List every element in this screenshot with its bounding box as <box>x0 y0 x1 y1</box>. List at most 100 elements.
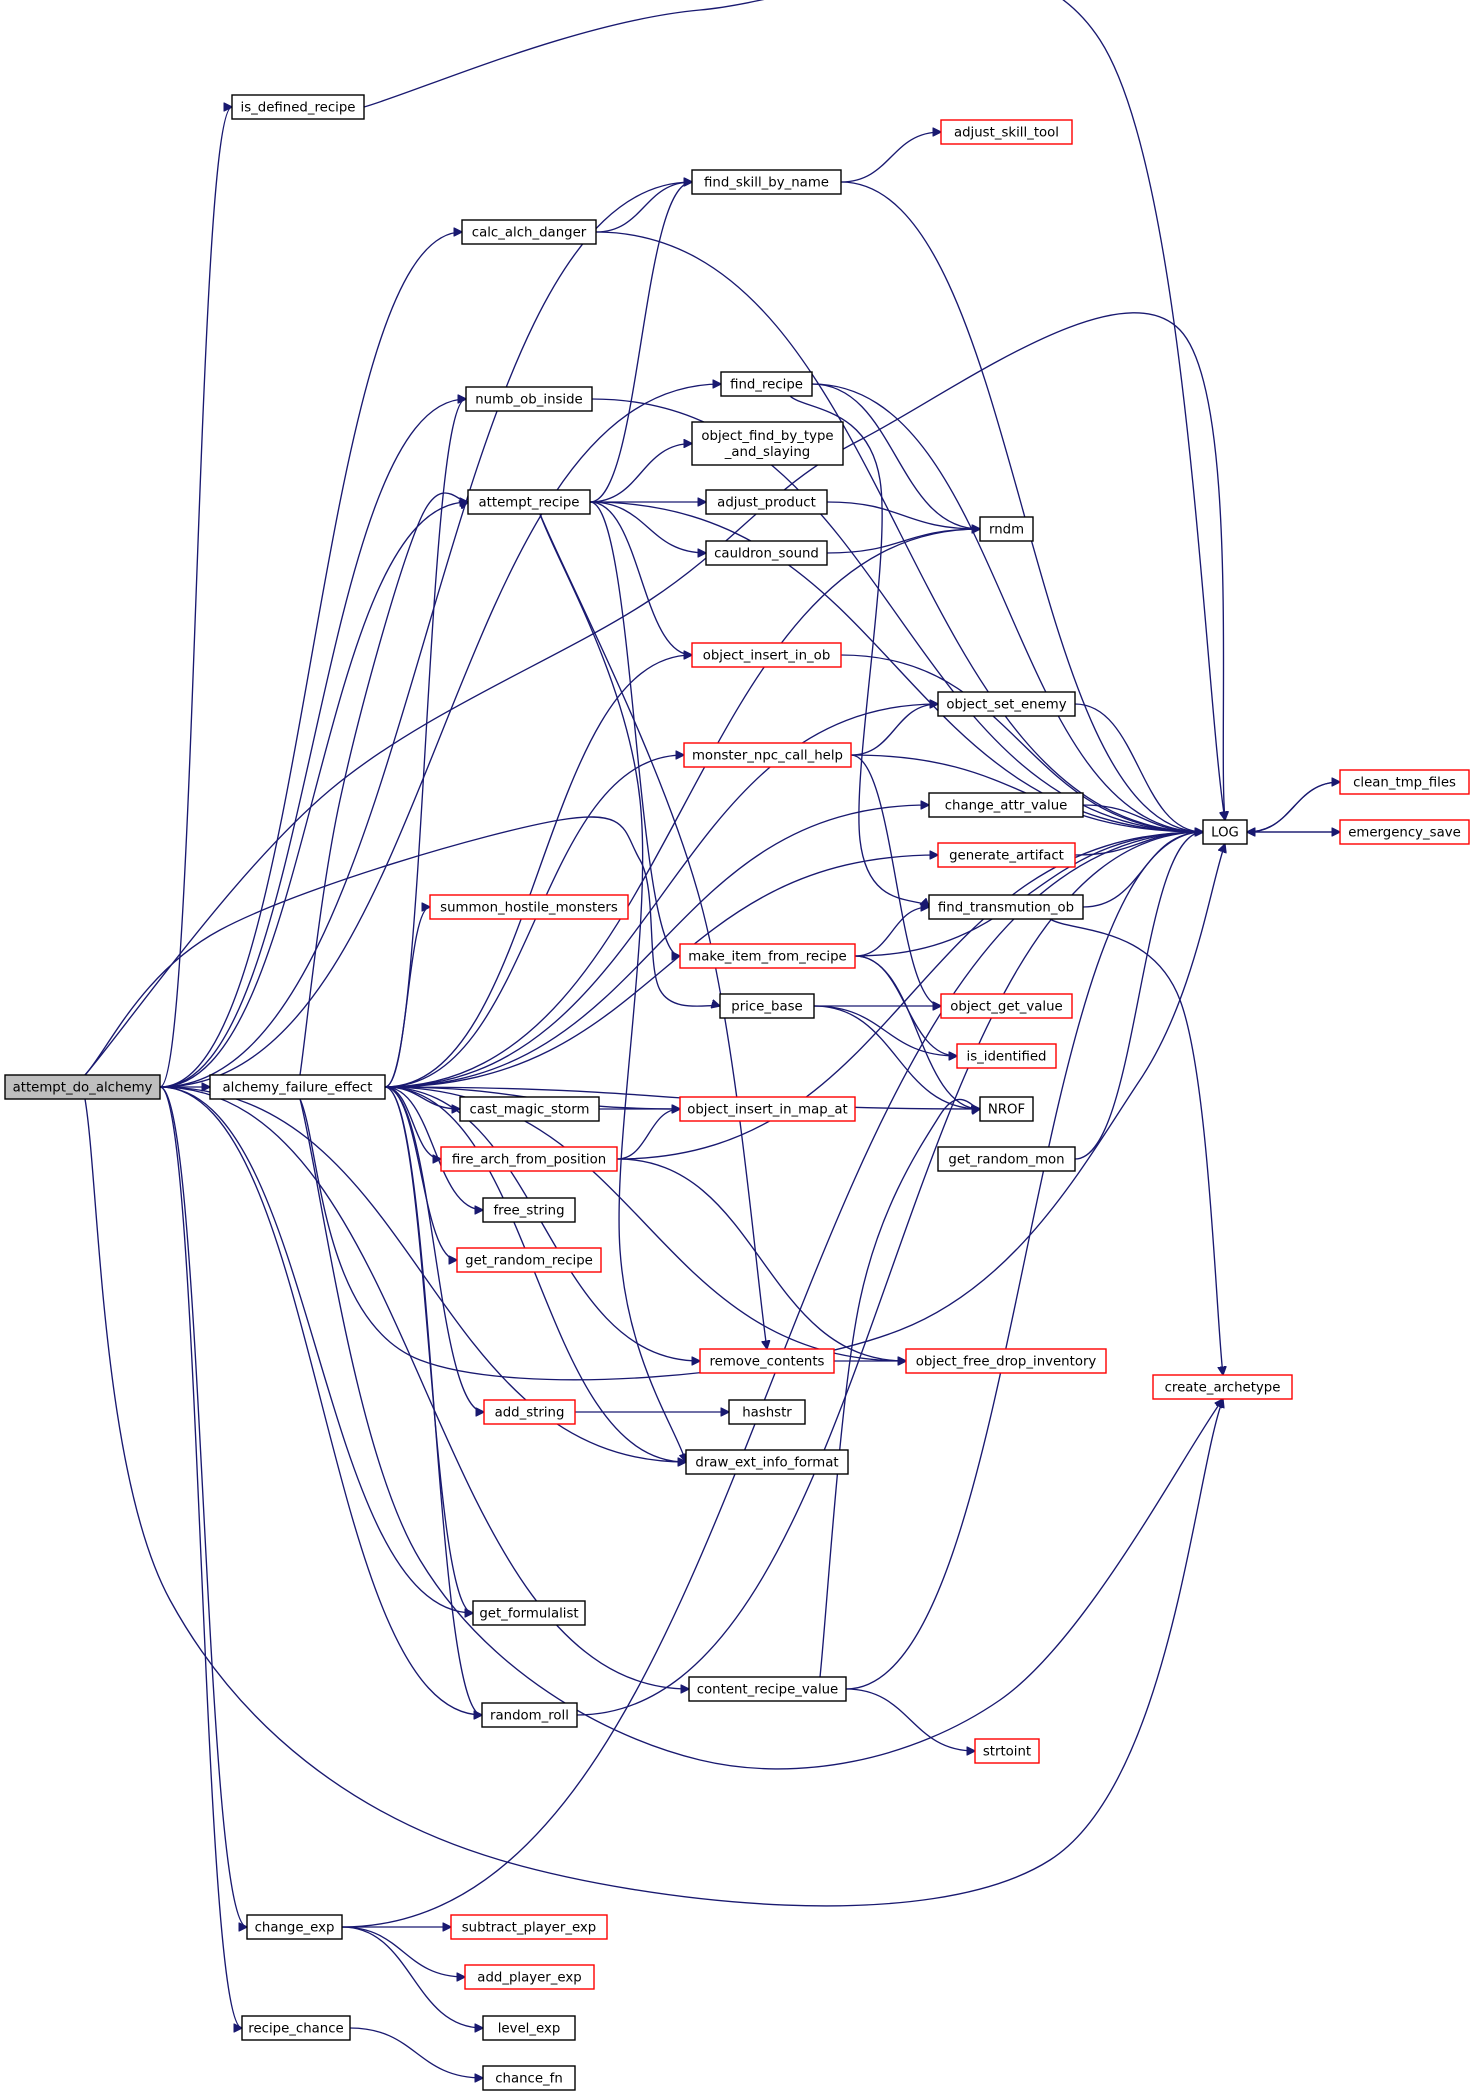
edge-fire_arch_from_position-to-object_insert_in_map_at <box>616 1109 680 1160</box>
node-label: adjust_product <box>717 496 816 511</box>
node-draw-ext-info-format[interactable]: draw_ext_info_format <box>685 1449 849 1475</box>
edge-get_random_mon-to-LOG <box>1074 832 1203 1160</box>
node-label: generate_artifact <box>949 849 1064 864</box>
edge-attempt_do_alchemy-to-change_exp <box>159 1086 247 1927</box>
node-box <box>456 1247 602 1273</box>
node-box <box>937 842 1076 868</box>
node-is-identified[interactable]: is_identified <box>956 1043 1057 1069</box>
node-get-random-recipe[interactable]: get_random_recipe <box>456 1247 602 1273</box>
node-price-base[interactable]: price_base <box>719 993 815 1019</box>
node-object-insert-in-map-at[interactable]: object_insert_in_map_at <box>679 1096 856 1122</box>
edge-attempt_recipe-to-object_insert_in_ob <box>589 501 692 655</box>
node-box <box>719 993 815 1019</box>
node-box <box>937 691 1076 717</box>
node-adjust-skill-tool[interactable]: adjust_skill_tool <box>940 119 1073 145</box>
node-box <box>979 516 1034 542</box>
node-label: level_exp <box>498 2022 561 2037</box>
edge-alchemy_failure_effect-to-rndm <box>384 529 980 1088</box>
edge-make_item_from_recipe-to-find_transmution_ob <box>854 907 929 957</box>
edge-monster_npc_call_help-to-object_set_enemy <box>850 704 938 756</box>
node-make-item-from-recipe[interactable]: make_item_from_recipe <box>679 943 856 969</box>
node-box <box>467 489 591 515</box>
node-label: create_archetype <box>1165 1381 1281 1396</box>
node-add-string[interactable]: add_string <box>483 1399 576 1425</box>
edge-attempt_do_alchemy-to-calc_alch_danger <box>159 232 462 1088</box>
node-alchemy-failure-effect[interactable]: alchemy_failure_effect <box>209 1074 386 1100</box>
node-label: get_formulalist <box>479 1607 578 1622</box>
node-NROF[interactable]: NROF <box>979 1096 1034 1122</box>
node-chance-fn[interactable]: chance_fn <box>482 2065 576 2091</box>
node-random-roll[interactable]: random_roll <box>481 1702 578 1728</box>
node-find-skill-by-name[interactable]: find_skill_by_name <box>691 169 842 195</box>
node-label: subtract_player_exp <box>462 1921 597 1936</box>
node-numb-ob-inside[interactable]: numb_ob_inside <box>465 386 593 412</box>
node-change-exp[interactable]: change_exp <box>246 1914 343 1940</box>
node-label: is_identified <box>967 1050 1047 1065</box>
node-clean-tmp-files[interactable]: clean_tmp_files <box>1339 769 1470 795</box>
node-generate-artifact[interactable]: generate_artifact <box>937 842 1076 868</box>
node-label: clean_tmp_files <box>1353 776 1456 791</box>
edges-layer <box>84 0 1340 2078</box>
edge-alchemy_failure_effect-to-create_archetype <box>299 1098 1223 1770</box>
edge-alchemy_failure_effect-to-attempt_recipe <box>299 492 468 1076</box>
node-box <box>429 894 629 920</box>
edge-alchemy_failure_effect-to-numb_ob_inside <box>384 399 466 1088</box>
node-emergency-save[interactable]: emergency_save <box>1339 819 1470 845</box>
edge-calc_alch_danger-to-find_skill_by_name <box>595 182 692 233</box>
node-change-attr-value[interactable]: change_attr_value <box>928 792 1084 818</box>
node-summon-hostile-monsters[interactable]: summon_hostile_monsters <box>429 894 629 920</box>
edge-find_skill_by_name-to-LOG <box>840 181 1203 832</box>
node-LOG[interactable]: LOG <box>1202 819 1248 845</box>
edge-attempt_do_alchemy-to-create_archetype <box>84 1098 1223 1907</box>
node-fire-arch-from-position[interactable]: fire_arch_from_position <box>440 1146 618 1172</box>
node-find-transmution-ob[interactable]: find_transmution_ob <box>928 894 1084 920</box>
node-get-formulalist[interactable]: get_formulalist <box>472 1600 586 1626</box>
edge-object_set_enemy-to-LOG <box>1074 703 1203 832</box>
node-monster-npc-call-help[interactable]: monster_npc_call_help <box>683 742 852 768</box>
edge-find_transmution_ob-to-create_archetype <box>1049 918 1223 1375</box>
node-label: add_player_exp <box>477 1971 581 1986</box>
node-object-get-value[interactable]: object_get_value <box>940 993 1073 1019</box>
node-rndm[interactable]: rndm <box>979 516 1034 542</box>
node-box <box>940 119 1073 145</box>
node-create-archetype[interactable]: create_archetype <box>1152 1374 1293 1400</box>
node-label: object_get_value <box>950 1000 1062 1015</box>
node-calc-alch-danger[interactable]: calc_alch_danger <box>461 219 597 245</box>
node-label: attempt_do_alchemy <box>13 1081 153 1096</box>
node-recipe-chance[interactable]: recipe_chance <box>241 2015 351 2041</box>
node-box <box>461 219 597 245</box>
node-object-free-drop-inventory[interactable]: object_free_drop_inventory <box>905 1348 1107 1374</box>
node-adjust-product[interactable]: adjust_product <box>705 489 828 515</box>
node-label: fire_arch_from_position <box>452 1153 606 1168</box>
edge-attempt_do_alchemy-to-attempt_recipe <box>159 502 468 1088</box>
node-label: numb_ob_inside <box>475 393 583 408</box>
node-label: cast_magic_storm <box>470 1103 590 1118</box>
node-subtract-player-exp[interactable]: subtract_player_exp <box>450 1914 608 1940</box>
node-free-string[interactable]: free_string <box>482 1197 576 1223</box>
node-get-random-mon[interactable]: get_random_mon <box>937 1146 1076 1172</box>
node-label: chance_fn <box>495 2072 563 2087</box>
node-cauldron-sound[interactable]: cauldron_sound <box>705 540 828 566</box>
node-level-exp[interactable]: level_exp <box>482 2015 576 2041</box>
node-object-set-enemy[interactable]: object_set_enemy <box>937 691 1076 717</box>
node-remove-contents[interactable]: remove_contents <box>699 1348 835 1374</box>
node-box <box>928 894 1084 920</box>
edge-is_defined_recipe-to-LOG <box>363 0 1225 820</box>
node-label: find_transmution_ob <box>938 901 1074 916</box>
node-is-defined-recipe[interactable]: is_defined_recipe <box>231 94 365 120</box>
node-content-recipe-value[interactable]: content_recipe_value <box>688 1676 847 1702</box>
node-add-player-exp[interactable]: add_player_exp <box>464 1964 595 1990</box>
node-strtoint[interactable]: strtoint <box>974 1738 1040 1764</box>
node-attempt-recipe[interactable]: attempt_recipe <box>467 489 591 515</box>
node-attempt-do-alchemy[interactable]: attempt_do_alchemy <box>4 1074 161 1100</box>
node-cast-magic-storm[interactable]: cast_magic_storm <box>459 1096 600 1122</box>
edge-monster_npc_call_help-to-object_get_value <box>850 754 941 1006</box>
edge-change_exp-to-level_exp <box>341 1926 483 2028</box>
node-object-insert-in-ob[interactable]: object_insert_in_ob <box>691 642 842 668</box>
node-box <box>483 1399 576 1425</box>
node-hashstr[interactable]: hashstr <box>728 1399 806 1425</box>
node-box <box>974 1738 1040 1764</box>
node-object-find-by-type-and-slaying[interactable]: object_find_by_type_and_slaying <box>691 421 844 466</box>
node-find-recipe[interactable]: find_recipe <box>720 371 813 397</box>
